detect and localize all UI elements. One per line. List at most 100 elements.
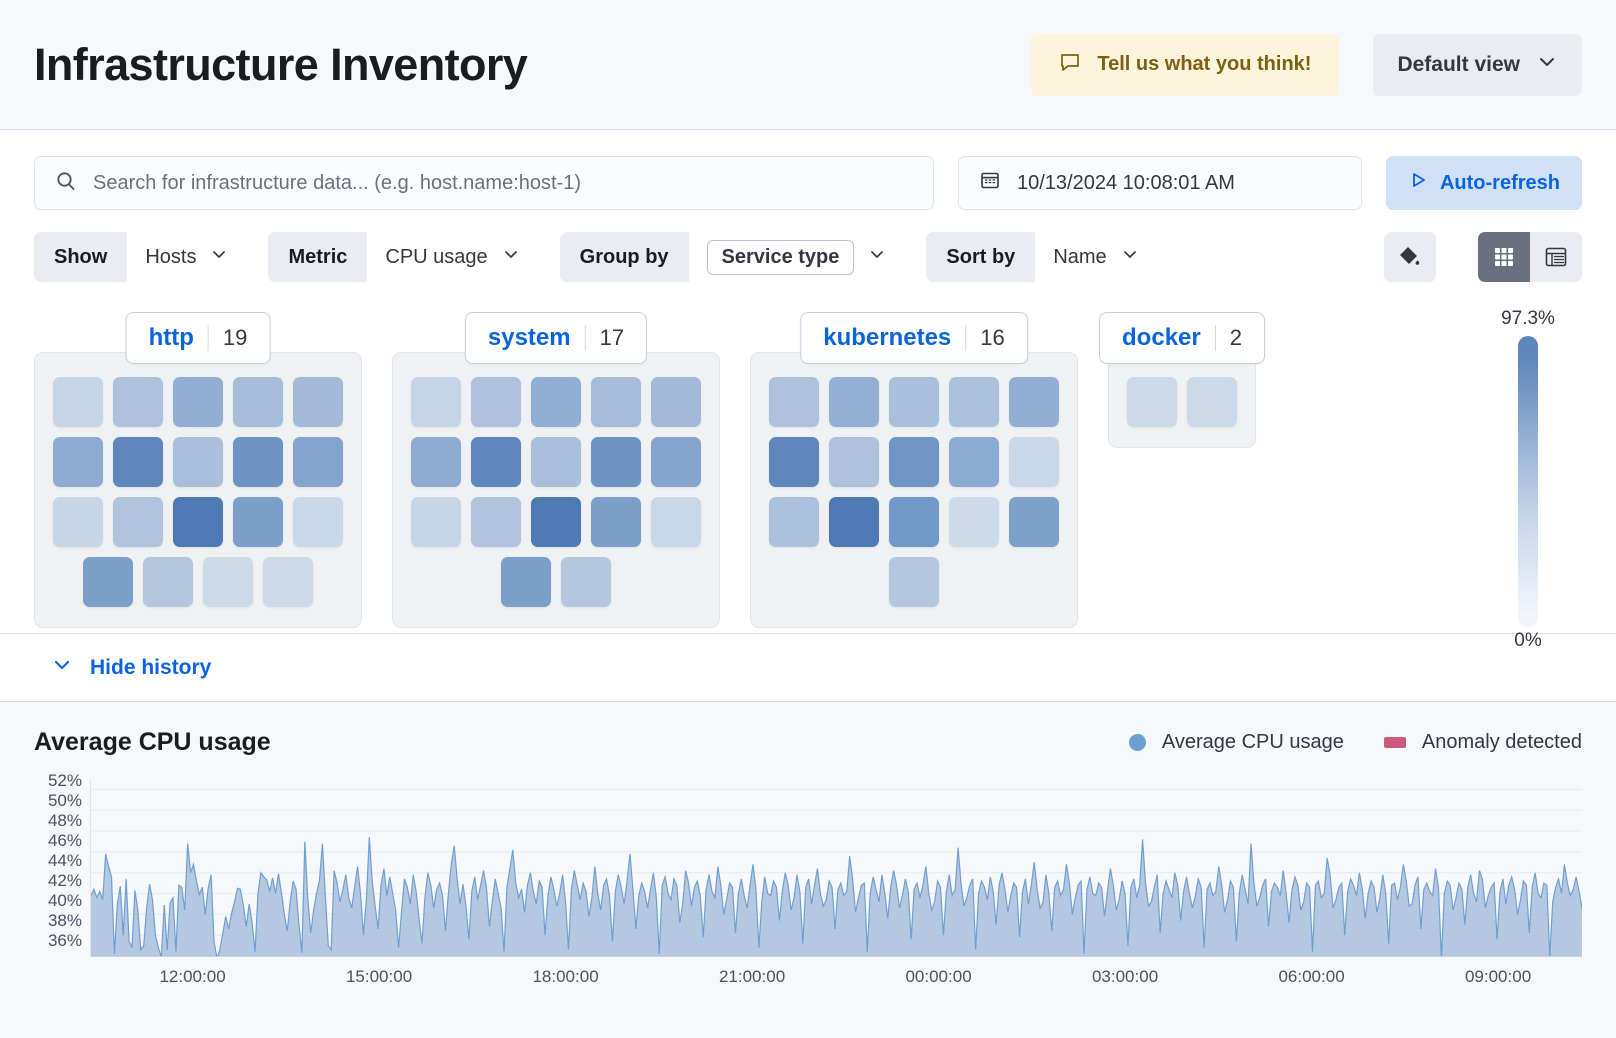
host-tile[interactable] [293,377,343,427]
group-name[interactable]: docker [1122,324,1201,351]
host-tile[interactable] [889,557,939,607]
host-tile[interactable] [949,377,999,427]
host-tile[interactable] [561,557,611,607]
filter-metric-select[interactable]: CPU usage [367,232,538,282]
host-tile[interactable] [949,437,999,487]
filter-group-by-select[interactable]: Service type [688,232,905,282]
y-tick-label: 36% [47,931,82,950]
date-picker[interactable]: 10/13/2024 10:08:01 AM [958,156,1362,210]
chart-plot-area[interactable] [90,779,1582,957]
host-tile[interactable] [651,377,701,427]
host-tile[interactable] [203,557,253,607]
host-tile[interactable] [293,497,343,547]
search-bar[interactable] [34,156,934,210]
host-tile[interactable] [173,497,223,547]
play-icon [1408,170,1428,196]
host-tile[interactable] [591,497,641,547]
filter-show: Show Hosts [34,232,247,282]
host-tile[interactable] [651,437,701,487]
host-tile[interactable] [829,497,879,547]
chart-header: Average CPU usage Average CPU usage Anom… [34,728,1582,757]
tile-row [53,437,343,487]
host-tile[interactable] [1009,497,1059,547]
chart-area-fill [91,837,1582,956]
legend-item-anomaly-detected[interactable]: Anomaly detected [1383,731,1582,754]
paint-bucket-icon[interactable] [1384,232,1436,282]
host-tile[interactable] [769,437,819,487]
host-tile[interactable] [411,497,461,547]
host-tile[interactable] [293,437,343,487]
host-tile[interactable] [889,497,939,547]
group-name[interactable]: http [148,324,194,351]
filter-show-select[interactable]: Hosts [127,232,247,282]
chart-legend: Average CPU usage Anomaly detected [1128,731,1582,754]
host-tile[interactable] [233,497,283,547]
comment-icon [1059,51,1081,79]
group-name[interactable]: kubernetes [823,324,952,351]
host-tile[interactable] [949,497,999,547]
host-tile[interactable] [471,497,521,547]
host-tile[interactable] [263,557,313,607]
host-tile[interactable] [173,377,223,427]
host-tile[interactable] [531,437,581,487]
host-tile[interactable] [471,437,521,487]
host-tile[interactable] [113,437,163,487]
host-tile[interactable] [53,497,103,547]
feedback-button-label: Tell us what you think! [1097,53,1312,75]
host-tile[interactable] [531,377,581,427]
host-tile[interactable] [83,557,133,607]
host-tile[interactable] [531,497,581,547]
host-tile[interactable] [143,557,193,607]
filter-sort-by-select[interactable]: Name [1035,232,1157,282]
host-tile[interactable] [651,497,701,547]
host-tile[interactable] [829,377,879,427]
x-tick-label: 15:00:00 [345,967,413,986]
history-toggle-bar[interactable]: Hide history [0,634,1616,702]
host-tile[interactable] [411,377,461,427]
feedback-button[interactable]: Tell us what you think! [1031,33,1340,96]
host-tile[interactable] [233,377,283,427]
auto-refresh-button[interactable]: Auto-refresh [1386,156,1582,210]
host-tile[interactable] [501,557,551,607]
host-tile[interactable] [113,497,163,547]
search-input[interactable] [93,171,913,195]
host-tile[interactable] [173,437,223,487]
filter-bar: Show Hosts Metric CPU usage Group by Ser… [34,232,1582,282]
legend-item-average-cpu-usage[interactable]: Average CPU usage [1128,731,1344,754]
table-view-icon[interactable] [1530,232,1582,282]
y-tick-label: 44% [47,851,82,870]
history-toggle-label[interactable]: Hide history [90,655,212,679]
host-tile[interactable] [889,377,939,427]
host-tile[interactable] [411,437,461,487]
host-tile[interactable] [1127,377,1177,427]
host-tile[interactable] [1009,377,1059,427]
legend-max-label: 97.3% [1501,308,1555,329]
tile-row [53,377,343,427]
host-tile[interactable] [591,377,641,427]
host-tile[interactable] [769,377,819,427]
host-tile[interactable] [113,377,163,427]
host-tile[interactable] [829,437,879,487]
legend-label: Anomaly detected [1421,731,1582,753]
filter-group-by-value: Service type [706,239,855,275]
host-tile[interactable] [471,377,521,427]
host-tile[interactable] [591,437,641,487]
host-tile[interactable] [1009,437,1059,487]
host-tile[interactable] [53,377,103,427]
host-tile[interactable] [233,437,283,487]
group-name[interactable]: system [487,324,571,351]
grid-view-icon[interactable] [1478,232,1530,282]
host-tile[interactable] [53,437,103,487]
view-selector-button[interactable]: Default view [1373,33,1582,96]
host-tile[interactable] [889,437,939,487]
filter-group-by: Group by Service type [559,232,905,282]
legend-gradient-bar [1518,336,1538,628]
host-tile[interactable] [769,497,819,547]
host-tile[interactable] [1187,377,1237,427]
